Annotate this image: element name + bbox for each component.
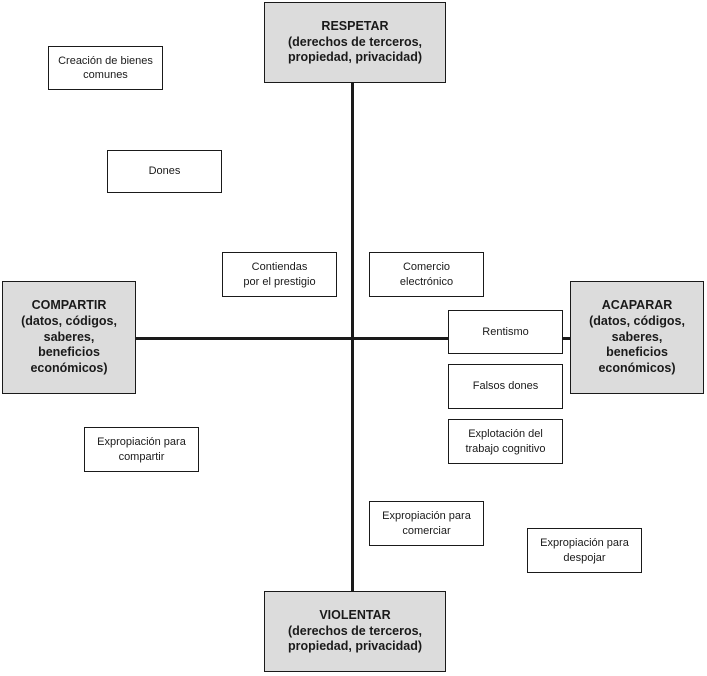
item-line: Creación de bienes	[58, 54, 153, 67]
pole-line: propiedad, privacidad)	[287, 50, 423, 65]
pole-line: económicos)	[30, 360, 108, 375]
item-line: por el prestigio	[243, 275, 316, 288]
item-line: Expropiación para	[382, 510, 471, 523]
item-explotacion-trabajo-cognitivo: Explotación del trabajo cognitivo	[448, 419, 563, 464]
pole-line: (datos, códigos,	[589, 314, 685, 329]
pole-line: saberes,	[43, 329, 95, 344]
item-expropiacion-compartir: Expropiación para compartir	[84, 427, 199, 472]
pole-line: RESPETAR	[321, 19, 389, 34]
item-comercio-electronico: Comercio electrónico	[369, 252, 484, 297]
item-line: Falsos dones	[472, 380, 539, 393]
pole-violentar: VIOLENTAR (derechos de terceros, propied…	[264, 591, 446, 672]
pole-line: ACAPARAR	[601, 298, 673, 313]
item-falsos-dones: Falsos dones	[448, 364, 563, 409]
item-line: Comercio	[402, 261, 451, 274]
item-line: electrónico	[399, 275, 454, 288]
pole-respetar: RESPETAR (derechos de terceros, propieda…	[264, 2, 446, 83]
item-line: Contiendas	[251, 261, 308, 274]
pole-line: propiedad, privacidad)	[287, 639, 423, 654]
pole-line: saberes,	[611, 329, 663, 344]
item-line: comunes	[83, 69, 128, 81]
pole-line: (datos, códigos,	[21, 314, 117, 329]
item-line: compartir	[118, 450, 165, 463]
pole-line: COMPARTIR	[31, 298, 107, 313]
item-line: Rentismo	[482, 325, 529, 338]
item-line: Expropiación para	[97, 436, 186, 449]
item-rentismo: Rentismo	[448, 310, 563, 354]
pole-acaparar: ACAPARAR (datos, códigos, saberes, benef…	[570, 281, 704, 394]
item-expropiacion-despojar: Expropiación para despojar	[527, 528, 642, 573]
item-line: despojar	[563, 551, 606, 564]
pole-line: beneficios	[606, 345, 668, 360]
item-creacion-bienes-comunes: Creación de bienes comunes	[48, 46, 163, 90]
item-expropiacion-comerciar: Expropiación para comerciar	[369, 501, 484, 546]
pole-compartir: COMPARTIR (datos, códigos, saberes, bene…	[2, 281, 136, 394]
pole-line: económicos)	[598, 360, 676, 375]
item-line: trabajo cognitivo	[465, 442, 546, 455]
item-line: Expropiación para	[540, 537, 629, 550]
item-dones: Dones	[107, 150, 222, 193]
item-line: comerciar	[402, 524, 451, 537]
item-line: Explotación del	[468, 428, 543, 441]
horizontal-axis	[135, 337, 571, 340]
pole-line: (derechos de terceros,	[287, 34, 423, 49]
pole-line: (derechos de terceros,	[287, 623, 423, 638]
item-contiendas: Contiendas por el prestigio	[222, 252, 337, 297]
pole-line: beneficios	[38, 345, 100, 360]
pole-line: VIOLENTAR	[319, 608, 391, 623]
item-line: Dones	[148, 165, 181, 178]
